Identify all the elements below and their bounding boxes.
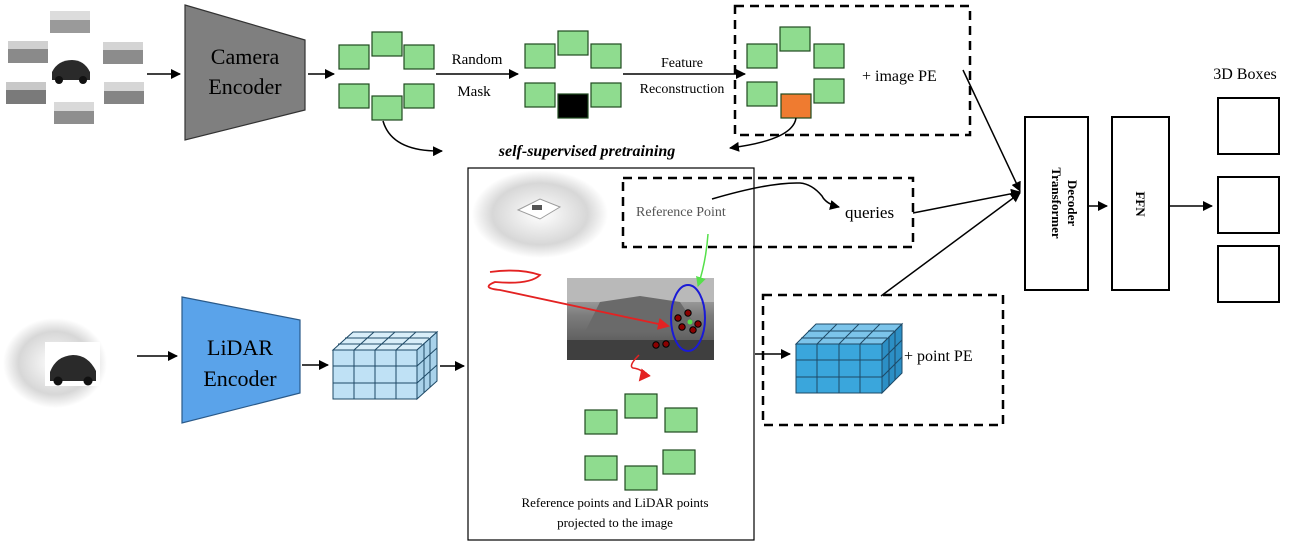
projected-points <box>652 309 702 349</box>
self-supervised-label: self-supervised pretraining <box>498 143 675 160</box>
camera-tokens <box>338 31 435 121</box>
output-box-3 <box>1217 245 1280 303</box>
camera-encoder-label-2: Encoder <box>208 74 282 99</box>
boxes-title: 3D Boxes <box>1213 66 1277 83</box>
ffn-label: FFN <box>1133 191 1148 217</box>
reference-ellipse <box>670 284 706 352</box>
arrow-image-pe-to-decoder <box>962 69 1021 192</box>
image-pe-label: + image PE <box>862 68 937 85</box>
random-mask-label-2: Mask <box>457 84 491 100</box>
lidar-point-cloud-thumb <box>472 170 608 258</box>
feature-recon-label-1: Feature <box>661 56 703 71</box>
output-box-1 <box>1217 97 1280 155</box>
lidar-encoder-label-1: LiDAR <box>207 335 273 360</box>
lidar-encoder-label-2: Encoder <box>203 366 277 391</box>
transformer-decoder <box>1024 116 1089 291</box>
ffn-block <box>1111 116 1170 291</box>
feature-recon-label-2: Reconstruction <box>640 82 725 97</box>
reference-point-box <box>621 176 915 249</box>
projected-camera-image <box>567 278 714 360</box>
transformer-decoder-label-1: Transformer <box>1049 167 1064 238</box>
arrow-tokens-to-pretraining <box>382 120 443 157</box>
lidar-voxel-features <box>331 330 439 401</box>
arrow-queries-to-decoder <box>912 188 1021 214</box>
camera-encoder <box>184 4 306 141</box>
point-voxel-features <box>794 322 904 395</box>
projection-caption-1: Reference points and LiDAR points <box>521 495 708 510</box>
reconstructed-tokens <box>746 26 845 119</box>
arrow-reconstruction-to-pretraining <box>729 117 797 152</box>
reconstruction-box <box>733 4 972 137</box>
output-box-2 <box>1217 176 1280 234</box>
projected-tokens <box>584 393 698 491</box>
transformer-decoder-label-2: Decoder <box>1065 180 1080 226</box>
reference-point-label: Reference Point <box>636 205 726 220</box>
lidar-encoder <box>181 296 301 424</box>
arrow-point-pe-to-decoder <box>880 192 1021 297</box>
queries-label: queries <box>845 203 894 222</box>
point-pe-label: + point PE <box>904 348 973 365</box>
arrow-green-reference <box>696 233 709 287</box>
camera-encoder-label-1: Camera <box>211 44 280 69</box>
camera-images <box>6 11 144 124</box>
reference-point-dot <box>687 319 693 325</box>
arrow-reference-to-queries <box>711 182 840 210</box>
arrow-red-down <box>630 354 651 382</box>
random-mask-label-1: Random <box>452 52 503 68</box>
lidar-point-cloud-input <box>3 318 107 408</box>
arrow-red-projection <box>487 269 670 330</box>
projection-caption-2: projected to the image <box>557 515 673 530</box>
masked-tokens <box>524 30 622 119</box>
